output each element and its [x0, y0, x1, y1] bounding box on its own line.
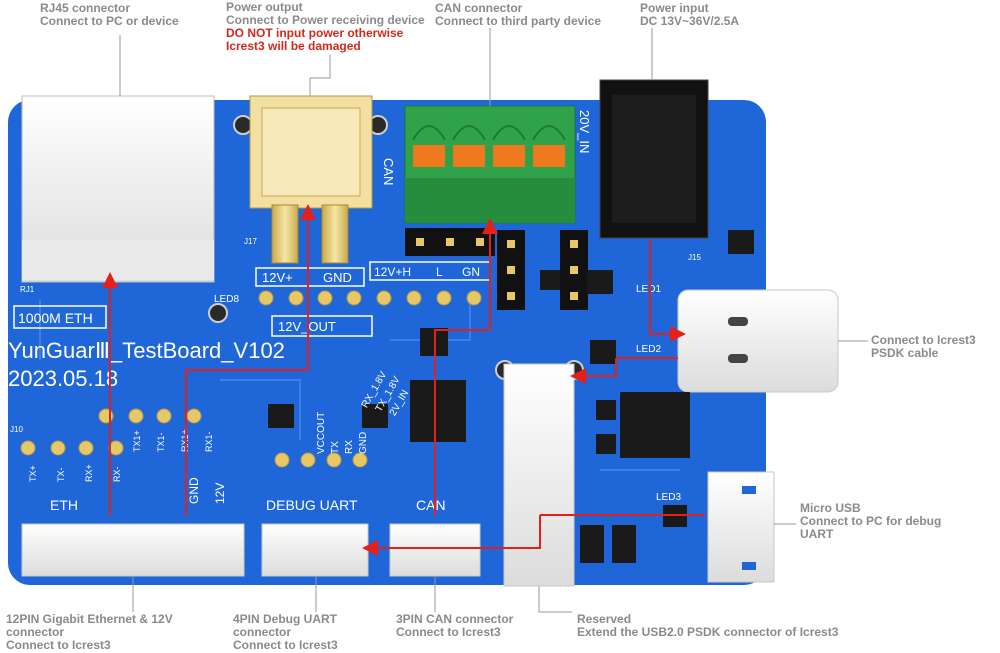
- ref-led1: LED1: [636, 284, 661, 295]
- pin-12v-label: 12V: [213, 483, 227, 504]
- ref-led3: LED3: [656, 492, 681, 503]
- header-pins: [416, 238, 578, 300]
- pin-gnd-label: GND: [187, 477, 201, 504]
- power-output-connector: [249, 95, 373, 264]
- callout-reserved-title: Reserved: [577, 612, 632, 626]
- callout-usb-c: Connect to Icrest3 PSDK cable: [871, 334, 976, 360]
- uart-pin-0: VCCOUT: [316, 412, 327, 454]
- callout-rj45-title: RJ45 connector: [40, 1, 131, 15]
- eth-speed-label: 1000M ETH: [18, 310, 93, 326]
- usb-c-cable: [677, 289, 839, 393]
- pin-label-0: TX+: [28, 465, 38, 482]
- gold-pads: [20, 290, 482, 468]
- callout-reserved: Reserved Extend the USB2.0 PSDK connecto…: [577, 613, 838, 639]
- can-l-label: L: [436, 265, 443, 279]
- uart-pin-3: GND: [358, 432, 369, 454]
- can-vertical-label: CAN: [381, 158, 396, 185]
- callout-can-desc: Connect to third party device: [435, 14, 602, 28]
- debug-connector-label: DEBUG UART: [266, 497, 358, 513]
- pcb-traces: [39, 300, 680, 471]
- uart-pin-1: TX: [330, 441, 341, 454]
- ref-led2: LED2: [636, 344, 661, 355]
- callout-micro-usb-desc-1: Connect to PC for debug: [800, 514, 942, 528]
- pin-label-4: TX1+: [132, 430, 142, 452]
- callout-power-output-warning-1: DO NOT input power otherwise: [226, 26, 404, 40]
- can-connector-label: CAN: [416, 497, 446, 513]
- micro-usb-connector: [707, 471, 775, 583]
- pwr-in-vertical-label: 20V_IN: [577, 110, 592, 153]
- pwr-out-label: 12V_OUT: [278, 319, 336, 334]
- can-h-label: 12V+H: [374, 265, 411, 279]
- callout-rj45-desc: Connect to PC or device: [40, 14, 179, 28]
- callout-micro-usb-desc-2: UART: [800, 527, 834, 541]
- callout-3pin-title: 3PIN CAN connector: [396, 612, 514, 626]
- rj45-connector: [21, 95, 215, 283]
- callout-power-output-warning-2: Icrest3 will be damaged: [226, 39, 361, 53]
- pin-label-1: TX-: [56, 467, 66, 482]
- eth-connector-label: ETH: [50, 497, 78, 513]
- callout-usb-c-desc: PSDK cable: [871, 346, 939, 360]
- bottom-connectors: [21, 523, 481, 577]
- ref-j17: J17: [244, 237, 257, 246]
- callout-can-connector: CAN connector Connect to third party dev…: [435, 2, 601, 28]
- signal-arrows: [102, 204, 705, 556]
- callout-usb-c-title: Connect to Icrest3: [871, 333, 976, 347]
- callout-3pin-desc: Connect to Icrest3: [396, 625, 501, 639]
- uart-pin-2: RX: [344, 440, 355, 454]
- callout-rj45: RJ45 connector Connect to PC or device: [40, 2, 179, 28]
- callout-power-input-desc: DC 13V~36V/2.5A: [640, 14, 740, 28]
- leader-lines: [119, 28, 868, 613]
- callout-power-input-title: Power input: [640, 1, 709, 15]
- callout-micro-usb-title: Micro USB: [800, 501, 861, 515]
- callout-4pin-desc: Connect to Icrest3: [233, 638, 338, 652]
- can-gnd-label: GN: [462, 265, 480, 279]
- ref-led8: LED8: [214, 294, 239, 305]
- dc-power-jack: [599, 79, 709, 239]
- callout-power-input: Power input DC 13V~36V/2.5A: [640, 2, 739, 28]
- callout-4pin-title-2: connector: [233, 625, 292, 639]
- pin-label-5: TX1-: [156, 432, 166, 452]
- callout-12pin-title: 12PIN Gigabit Ethernet & 12V: [6, 612, 173, 626]
- board-name: YunGuarⅢ_TestBoard_V102: [8, 338, 285, 363]
- ref-rj1: RJ1: [20, 285, 35, 294]
- pin-label-7: RX1-: [204, 431, 214, 452]
- callout-can-title: CAN connector: [435, 1, 523, 15]
- callout-micro-usb: Micro USB Connect to PC for debug UART: [800, 502, 941, 541]
- callout-power-output-title: Power output: [226, 0, 303, 14]
- pin-label-3: RX-: [112, 466, 122, 482]
- board-date: 2023.05.18: [8, 366, 118, 391]
- callout-3pin: 3PIN CAN connector Connect to Icrest3: [396, 613, 513, 639]
- callout-12pin-title-2: connector: [6, 625, 65, 639]
- callout-power-output: Power output Connect to Power receiving …: [226, 1, 425, 53]
- ref-j10: J10: [10, 425, 23, 434]
- callout-12pin-desc: Connect to Icrest3: [6, 638, 111, 652]
- ref-j15: J15: [688, 253, 701, 262]
- chips: [268, 230, 754, 563]
- callout-4pin: 4PIN Debug UART connector Connect to Icr…: [233, 613, 338, 652]
- callout-reserved-desc: Extend the USB2.0 PSDK connector of Icre…: [577, 625, 839, 639]
- pwr-plus-label: 12V+: [262, 270, 293, 285]
- callout-power-output-desc: Connect to Power receiving device: [226, 13, 425, 27]
- can-terminal-block: [404, 105, 576, 224]
- pin-label-2: RX+: [84, 464, 94, 482]
- callout-4pin-title: 4PIN Debug UART: [233, 612, 338, 626]
- callout-12pin: 12PIN Gigabit Ethernet & 12V connector C…: [6, 613, 173, 652]
- pwr-gnd-label: GND: [323, 270, 352, 285]
- reserved-usb-header: [503, 363, 575, 587]
